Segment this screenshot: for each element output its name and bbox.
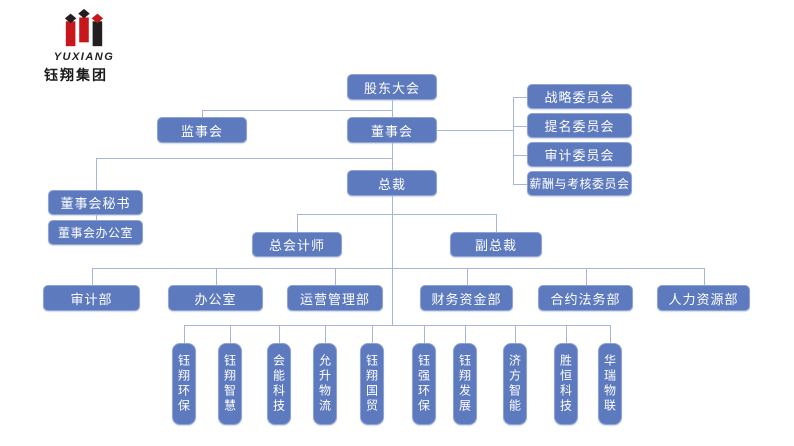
- org-node-sub_huineng_keji: 会能科技: [267, 343, 291, 425]
- connector-line: [437, 130, 513, 131]
- org-node-supervisory: 监事会: [157, 117, 247, 143]
- connector-line: [372, 325, 373, 343]
- org-node-sub_yuxiang_guomao: 钰翔国贸: [360, 343, 384, 425]
- connector-line: [513, 183, 527, 185]
- connector-line: [465, 325, 466, 343]
- connector-line: [335, 268, 336, 285]
- connector-line: [513, 154, 527, 156]
- org-node-president: 总裁: [347, 170, 437, 196]
- connector-line: [95, 215, 97, 217]
- connector-line: [515, 325, 516, 343]
- org-node-audit_committee: 审计委员会: [527, 142, 632, 167]
- org-node-board_secretary: 董事会秘书: [48, 190, 143, 215]
- connector-line: [513, 125, 527, 127]
- org-node-sub_yuxiang_fazhan: 钰翔发展: [453, 343, 477, 425]
- org-node-sub_huarui_wulian: 华瑞物联: [598, 343, 622, 425]
- org-node-strategy: 战略委员会: [527, 84, 632, 109]
- connector-line: [466, 268, 468, 285]
- connector-line: [392, 158, 393, 170]
- connector-line: [513, 96, 514, 184]
- org-node-legal: 合约法务部: [538, 285, 633, 311]
- org-node-hr: 人力资源部: [657, 285, 750, 311]
- org-node-sub_yuxiang_huanbao: 钰翔环保: [172, 343, 196, 425]
- org-node-vice_president: 副总裁: [450, 232, 542, 257]
- connector-line: [230, 325, 231, 343]
- org-node-nomination: 提名委员会: [527, 113, 632, 138]
- connector-line: [95, 158, 97, 190]
- connector-line: [91, 268, 704, 269]
- company-logo-mark: [64, 8, 104, 47]
- org-node-finance: 财务资金部: [420, 285, 513, 311]
- connector-line: [585, 268, 587, 285]
- org-node-board: 董事会: [347, 117, 437, 143]
- connector-line: [325, 325, 326, 343]
- connector-line: [215, 268, 217, 285]
- connector-line: [279, 325, 280, 343]
- org-node-sub_yuxiang_zhihui: 钰翔智慧: [218, 343, 242, 425]
- connector-line: [496, 214, 497, 232]
- company-name: 钰翔集团: [44, 67, 108, 83]
- org-node-chief_accountant: 总会计师: [252, 232, 342, 257]
- connector-line: [513, 96, 527, 98]
- org-node-board_office: 董事会办公室: [48, 220, 143, 245]
- connector-line: [703, 268, 705, 285]
- connector-line: [392, 100, 393, 110]
- connector-line: [184, 325, 185, 343]
- connector-line: [95, 217, 97, 220]
- org-node-sub_jifang_zhineng: 济方智能: [503, 343, 527, 425]
- connector-line: [392, 196, 393, 325]
- org-node-remuneration: 薪酬与考核委员会: [527, 171, 632, 196]
- logo-wordmark: YUXIANG: [53, 51, 115, 63]
- connector-line: [297, 214, 496, 215]
- org-node-audit_dept: 审计部: [43, 285, 140, 311]
- org-node-operations: 运营管理部: [287, 285, 383, 311]
- org-node-office: 办公室: [168, 285, 263, 311]
- company-logo: YUXIANG 钰翔集团: [40, 6, 128, 85]
- connector-line: [202, 110, 392, 111]
- org-node-sub_yunsheng_wuliu: 允升物流: [313, 343, 337, 425]
- connector-line: [610, 325, 611, 343]
- connector-line: [297, 214, 298, 232]
- connector-line: [91, 268, 93, 285]
- connector-line: [566, 325, 567, 343]
- org-node-sub_shengheng_keji: 胜恒科技: [554, 343, 578, 425]
- connector-line: [95, 158, 392, 159]
- connector-line: [202, 110, 203, 117]
- org-node-shareholders: 股东大会: [347, 74, 437, 100]
- connector-line: [392, 143, 393, 158]
- connector-line: [424, 325, 425, 343]
- org-node-sub_yuqiang_huanbao: 钰强环保: [412, 343, 436, 425]
- connector-line: [392, 110, 393, 117]
- connector-line: [184, 325, 610, 326]
